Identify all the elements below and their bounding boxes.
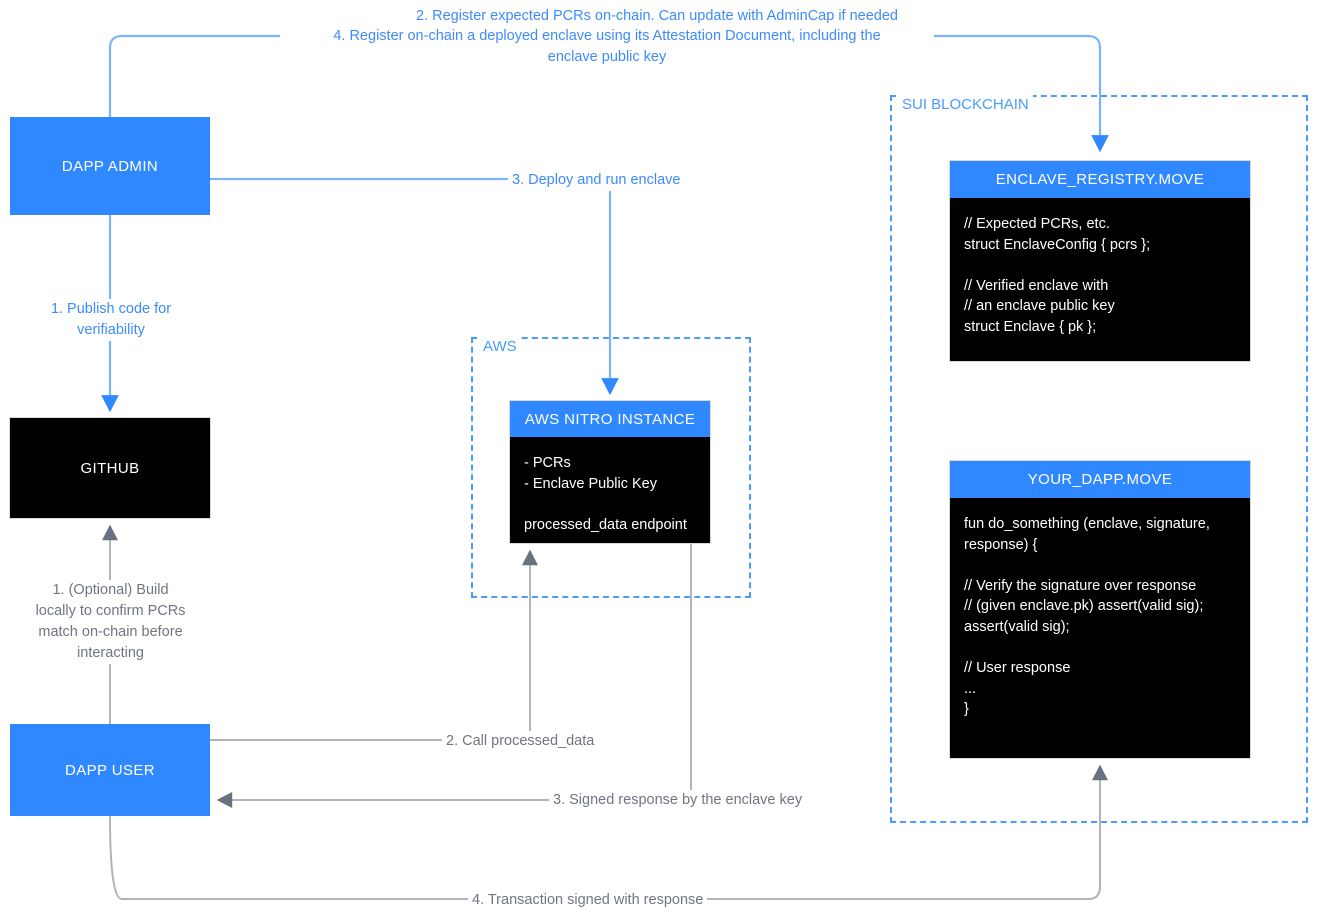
group-sui-label: SUI BLOCKCHAIN xyxy=(900,94,1033,117)
group-aws-label: AWS xyxy=(481,336,521,359)
module-aws-nitro-body: - PCRs - Enclave Public Key processed_da… xyxy=(510,437,710,543)
node-github[interactable]: GITHUB xyxy=(10,418,210,518)
module-aws-nitro-header: AWS NITRO INSTANCE xyxy=(510,401,710,437)
node-dapp-user[interactable]: DAPP USER xyxy=(10,724,210,816)
node-dapp-admin-label: DAPP ADMIN xyxy=(61,157,159,175)
edge-label-deploy-enclave: 3. Deploy and run enclave xyxy=(508,170,685,192)
edge-label-publish-code: 1. Publish code for verifiability xyxy=(21,299,201,342)
edge-label-build-locally: 1. (Optional) Build locally to confirm P… xyxy=(23,580,198,665)
edge-label-transaction-signed: 4. Transaction signed with response xyxy=(468,890,708,912)
edge-label-call-processed-data: 2. Call processed_data xyxy=(442,731,599,753)
edge-label-signed-response: 3. Signed response by the enclave key xyxy=(549,790,807,812)
module-enclave-registry[interactable]: ENCLAVE_REGISTRY.MOVE // Expected PCRs, … xyxy=(950,161,1250,361)
module-your-dapp[interactable]: YOUR_DAPP.MOVE fun do_something (enclave… xyxy=(950,461,1250,758)
node-dapp-user-label: DAPP USER xyxy=(64,761,156,779)
group-sui-blockchain: SUI BLOCKCHAIN xyxy=(890,94,1308,823)
module-your-dapp-header: YOUR_DAPP.MOVE xyxy=(950,461,1250,498)
node-dapp-admin[interactable]: DAPP ADMIN xyxy=(10,117,210,215)
module-enclave-registry-header: ENCLAVE_REGISTRY.MOVE xyxy=(950,161,1250,198)
node-github-label: GITHUB xyxy=(80,459,140,477)
group-aws: AWS xyxy=(471,336,751,598)
module-enclave-registry-body: // Expected PCRs, etc. struct EnclaveCon… xyxy=(950,198,1250,361)
edge-label-register-pcrs: 2. Register expected PCRs on-chain. Can … xyxy=(327,6,987,28)
module-your-dapp-body: fun do_something (enclave, signature, re… xyxy=(950,498,1250,758)
edge-label-register-enclave: 4. Register on-chain a deployed enclave … xyxy=(280,26,934,69)
module-aws-nitro-instance[interactable]: AWS NITRO INSTANCE - PCRs - Enclave Publ… xyxy=(510,401,710,543)
